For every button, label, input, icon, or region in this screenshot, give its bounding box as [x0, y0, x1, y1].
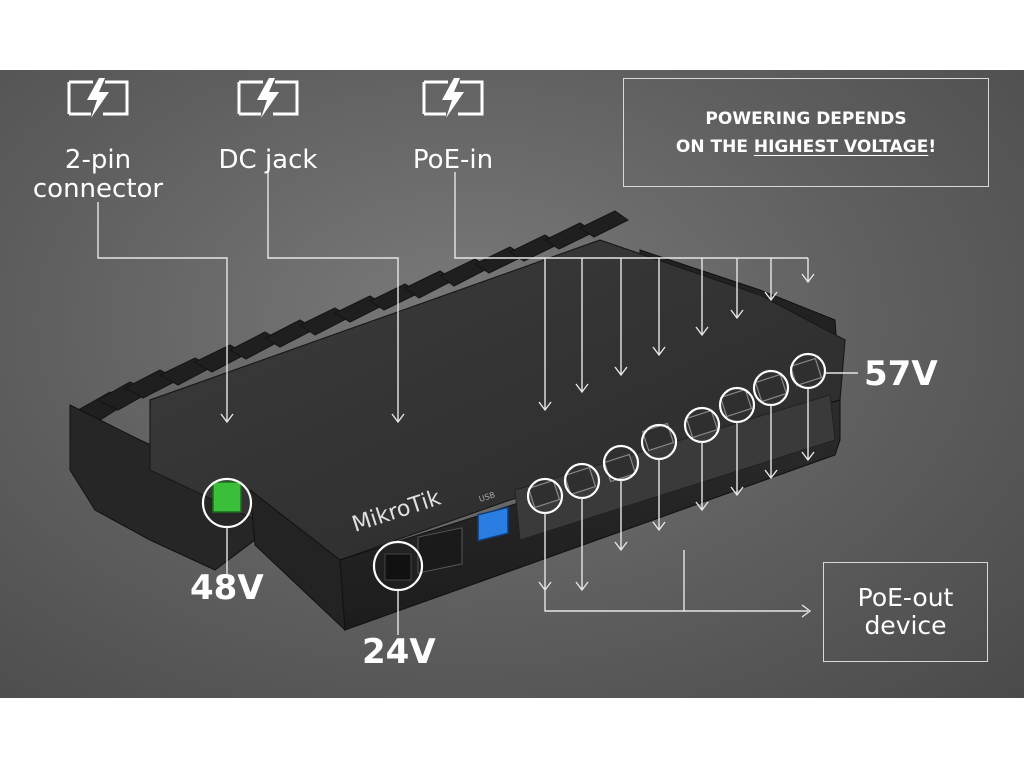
heatsink-fins — [76, 210, 629, 421]
voltage-poe-in: 57V — [864, 354, 938, 394]
source-label-two-pin: 2-pin connector — [32, 145, 164, 204]
source-two-pin: 2-pin connector — [28, 76, 168, 204]
source-dc-jack: DC jack — [198, 76, 338, 175]
lightning-bolt-icon — [420, 76, 486, 120]
diagram-stage: MikroTik USB — [0, 70, 1024, 698]
source-label-poe-in: PoE-in — [412, 145, 494, 175]
poe-out-line-1: PoE-out — [857, 583, 954, 612]
ethernet-ports — [527, 357, 823, 509]
poe-out-device-box: PoE-out device — [823, 562, 988, 662]
notice-emphasis: HIGHEST VOLTAGE — [753, 136, 929, 157]
source-label-dc-jack: DC jack — [218, 145, 318, 175]
voltage-two-pin: 48V — [190, 568, 264, 608]
router-illustration: MikroTik USB — [69, 172, 858, 635]
poe-out-line-2: device — [864, 611, 947, 640]
notice-line-2: ON THE HIGHEST VOLTAGE! — [675, 136, 937, 157]
two-pin-connector — [212, 481, 242, 513]
usb-port — [477, 506, 509, 542]
notice-line-1: POWERING DEPENDS — [705, 108, 907, 129]
notice-box: POWERING DEPENDS ON THE HIGHEST VOLTAGE! — [623, 78, 989, 187]
source-poe-in: PoE-in — [383, 76, 523, 175]
lightning-bolt-icon — [235, 76, 301, 120]
voltage-dc-jack: 24V — [362, 632, 436, 672]
lightning-bolt-icon — [65, 76, 131, 120]
dc-jack — [384, 553, 412, 581]
connector-lines — [97, 172, 858, 635]
